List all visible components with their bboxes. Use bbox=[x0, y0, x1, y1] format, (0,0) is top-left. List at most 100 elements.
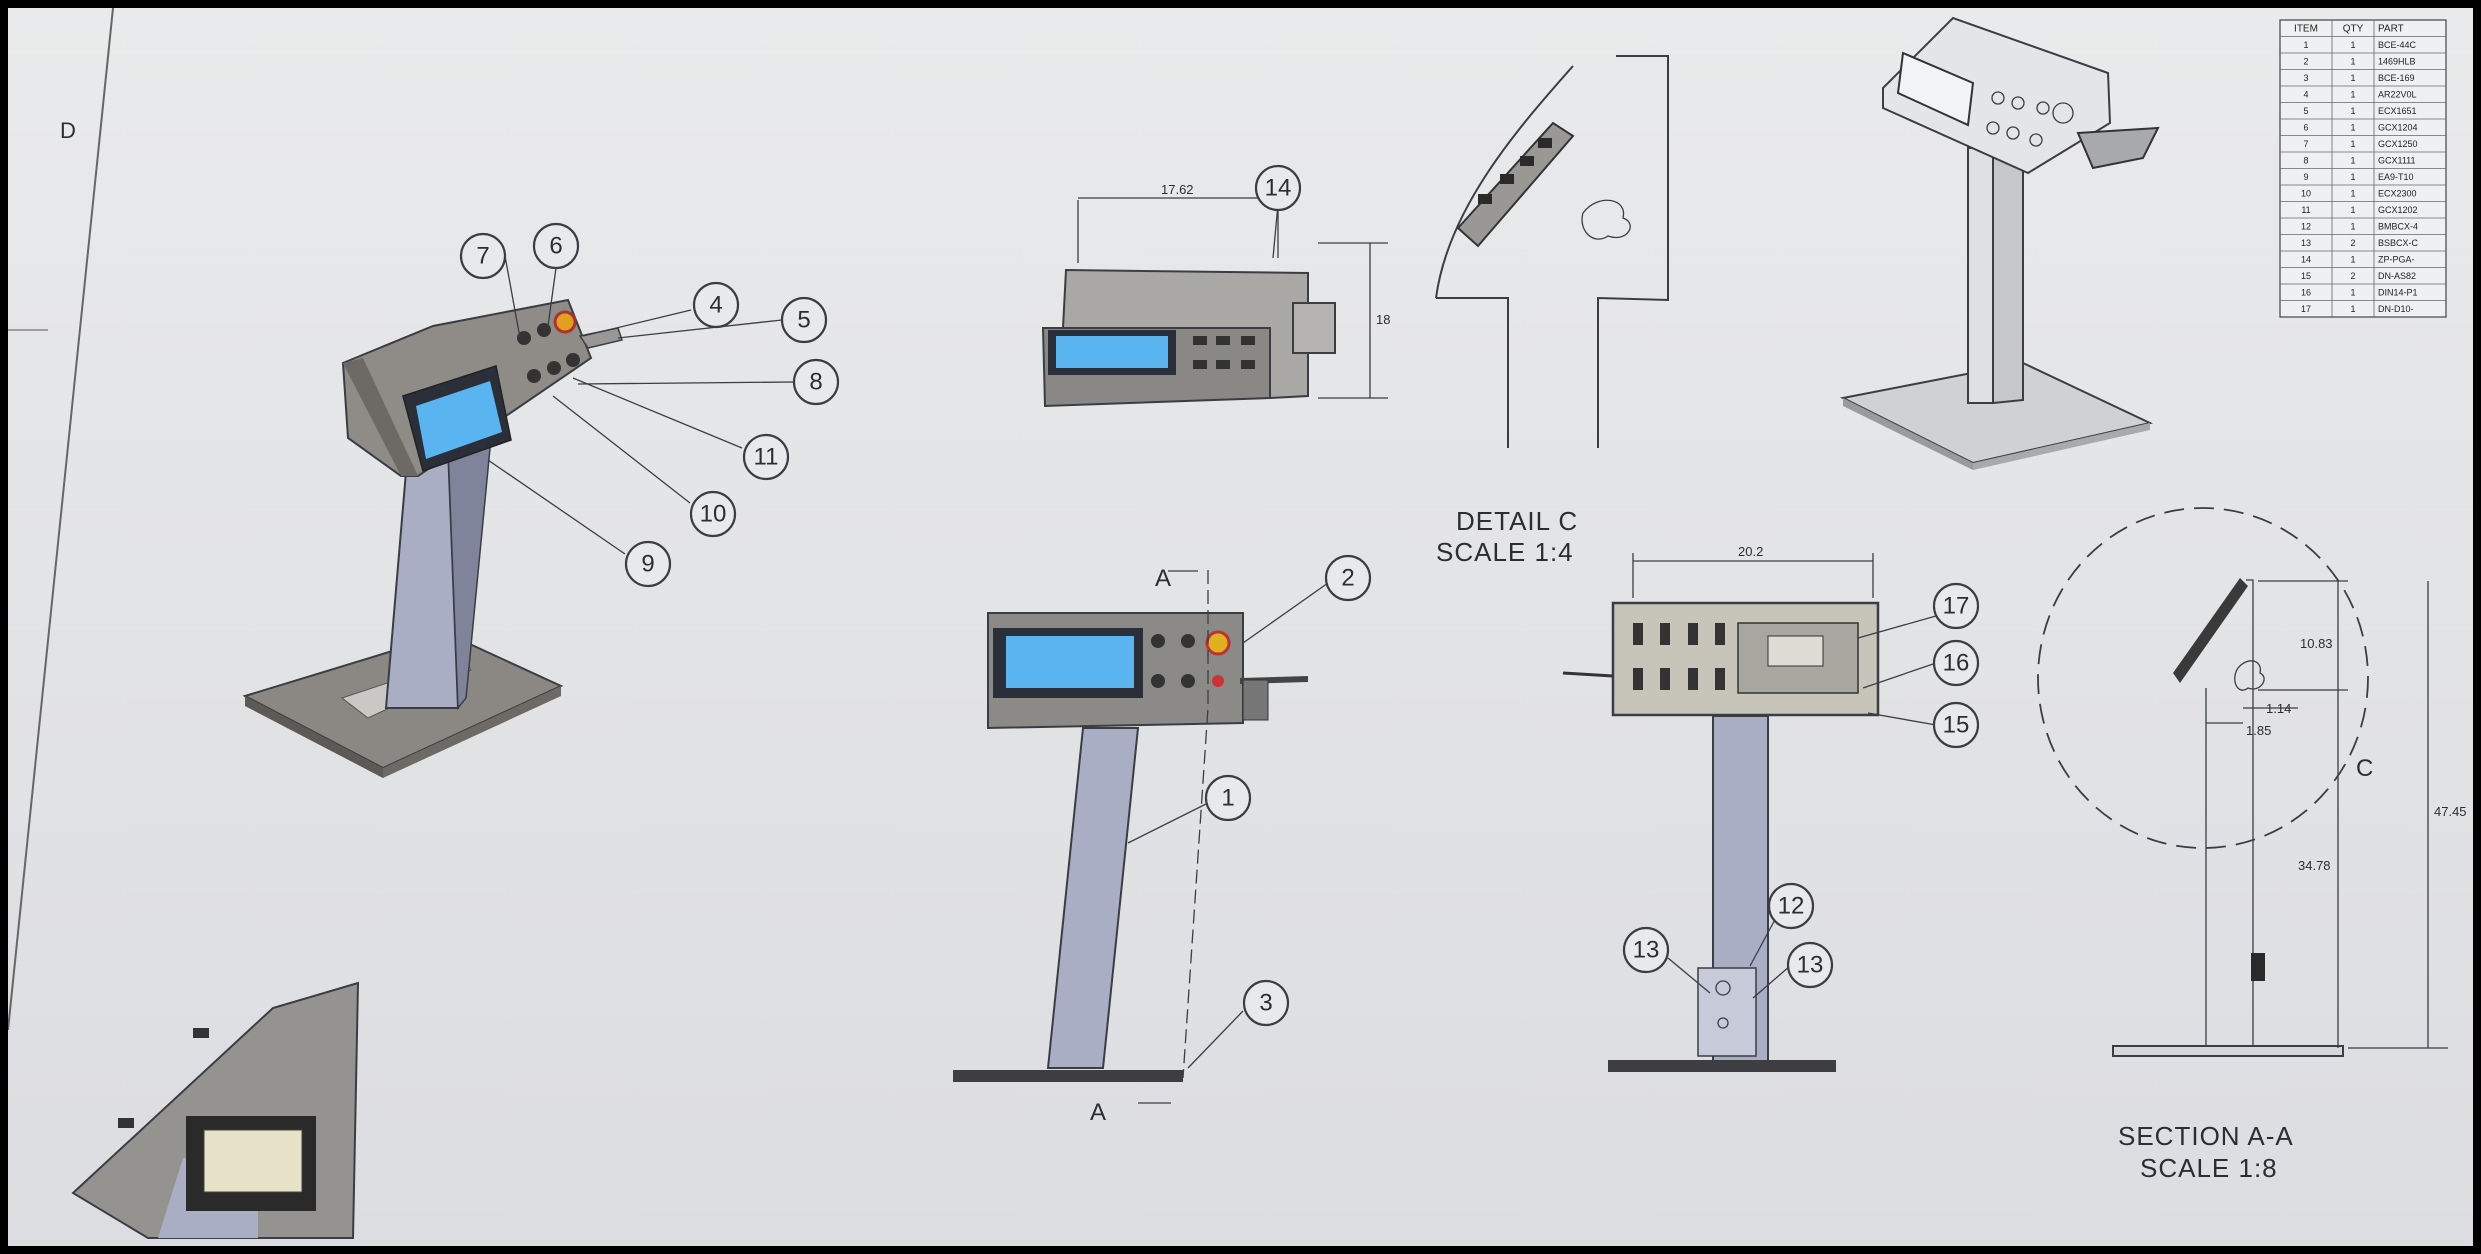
dim-section-top: 10.83 bbox=[2300, 636, 2333, 651]
svg-text:17: 17 bbox=[1943, 593, 1970, 620]
svg-text:4: 4 bbox=[709, 292, 722, 319]
bom-cell: 7 bbox=[2303, 139, 2308, 149]
bom-cell: 1 bbox=[2350, 304, 2355, 314]
rear-stand-view: 20.2 17 16 15 12 13 13 bbox=[1562, 544, 1980, 1072]
balloon-9: 9 bbox=[624, 540, 672, 588]
dim-front-height: 18 bbox=[1376, 312, 1390, 327]
svg-text:2: 2 bbox=[1341, 565, 1354, 592]
bom-cell: 1 bbox=[2350, 156, 2355, 166]
iso-button bbox=[547, 361, 561, 375]
section-din-rail bbox=[2173, 578, 2248, 683]
bom-header-cell: PART bbox=[2378, 24, 2404, 35]
balloon-6: 6 bbox=[532, 222, 580, 270]
iso2-enclosure bbox=[1882, 16, 2112, 175]
bom-cell: 2 bbox=[2350, 271, 2355, 281]
bom-cell: 13 bbox=[2301, 238, 2311, 248]
balloon-12: 12 bbox=[1767, 882, 1815, 930]
detail-c-scale: SCALE 1:4 bbox=[1436, 537, 1574, 567]
svg-text:12: 12 bbox=[1778, 893, 1805, 920]
bom-cell: GCX1250 bbox=[2378, 139, 2418, 149]
detail-c-cut-label: C bbox=[2356, 755, 2373, 782]
section-marker-top: A bbox=[1155, 565, 1171, 592]
bom-cell: DN-AS82 bbox=[2378, 271, 2416, 281]
bom-cell: 1 bbox=[2303, 40, 2308, 50]
section-base bbox=[2112, 1045, 2344, 1057]
svg-text:1: 1 bbox=[1221, 785, 1234, 812]
balloon-2: 2 bbox=[1324, 554, 1372, 602]
bom-header-cell: QTY bbox=[2343, 24, 2364, 35]
dim-section-mid: 34.78 bbox=[2298, 858, 2331, 873]
section-a-a-view: 10.83 1.14 1.85 34.78 47.45 C SECTION A-… bbox=[2037, 507, 2467, 1183]
rear-view-base bbox=[1608, 1060, 1836, 1072]
svg-text:14: 14 bbox=[1265, 175, 1292, 202]
bom-cell: 10 bbox=[2301, 189, 2311, 199]
bom-header-cell: ITEM bbox=[2294, 24, 2318, 35]
balloon-10: 10 bbox=[689, 490, 737, 538]
bom-cell: 1 bbox=[2350, 90, 2355, 100]
front-stand-estop bbox=[1205, 630, 1231, 656]
bom-cell: 1 bbox=[2350, 40, 2355, 50]
isometric-view: 7 6 4 5 8 11 10 9 bbox=[242, 222, 840, 778]
svg-text:15: 15 bbox=[1943, 712, 1970, 739]
bom-cell: 15 bbox=[2301, 271, 2311, 281]
section-marker-bottom: A bbox=[1090, 1099, 1106, 1126]
bom-cell: 1 bbox=[2350, 57, 2355, 67]
balloon-4: 4 bbox=[692, 281, 740, 329]
iso-button bbox=[537, 323, 551, 337]
svg-text:11: 11 bbox=[754, 444, 779, 471]
bom-cell: DN-D10- bbox=[2378, 304, 2414, 314]
front-view-screen bbox=[1056, 336, 1168, 368]
bom-cell: 4 bbox=[2303, 90, 2308, 100]
detail-c-title: DETAIL C bbox=[1456, 506, 1578, 536]
bom-cell: BCE-44C bbox=[2378, 40, 2417, 50]
bom-cell: 14 bbox=[2301, 255, 2311, 265]
bom-cell: 12 bbox=[2301, 222, 2311, 232]
balloon-13-left: 13 bbox=[1622, 926, 1670, 974]
bom-cell: EA9-T10 bbox=[2378, 172, 2414, 182]
balloon-5: 5 bbox=[780, 296, 828, 344]
bom-cell: 1 bbox=[2350, 123, 2355, 133]
iso-estop-button bbox=[553, 310, 577, 334]
bom-cell: 1 bbox=[2350, 139, 2355, 149]
bottom-left-detail bbox=[71, 981, 360, 1239]
front-stand-base bbox=[953, 1070, 1183, 1082]
front-stand-column bbox=[1046, 727, 1140, 1069]
balloon-1: 1 bbox=[1204, 774, 1252, 822]
iso-button bbox=[517, 331, 531, 345]
iso-column bbox=[384, 447, 460, 709]
bom-cell: AR22V0L bbox=[2378, 90, 2417, 100]
dim-section-offset1: 1.14 bbox=[2266, 701, 2291, 716]
drawing-sheet: D 7 6 4 5 8 11 10 9 bbox=[8, 8, 2473, 1246]
bom-cell: ECX2300 bbox=[2378, 189, 2417, 199]
svg-text:8: 8 bbox=[809, 369, 822, 396]
bom-cell: 5 bbox=[2303, 106, 2308, 116]
bom-cell: 1 bbox=[2350, 73, 2355, 83]
balloon-15: 15 bbox=[1932, 701, 1980, 749]
bom-cell: GCX1202 bbox=[2378, 205, 2418, 215]
balloon-14: 14 bbox=[1254, 164, 1302, 212]
balloon-13-right: 13 bbox=[1786, 941, 1834, 989]
dim-section-offset2: 1.85 bbox=[2246, 723, 2271, 738]
dim-rear-width: 20.2 bbox=[1738, 544, 1763, 559]
enclosure-front-view: 17.62 18 14 bbox=[1041, 164, 1390, 408]
bom-cell: 11 bbox=[2301, 205, 2310, 215]
bom-cell: BCE-169 bbox=[2378, 73, 2415, 83]
svg-text:3: 3 bbox=[1259, 990, 1272, 1017]
bom-cell: 2 bbox=[2303, 57, 2308, 67]
bom-cell: 1 bbox=[2350, 172, 2355, 182]
iso-view-2 bbox=[1839, 16, 2160, 470]
svg-text:6: 6 bbox=[549, 233, 562, 260]
section-title: SECTION A-A bbox=[2118, 1121, 2294, 1151]
balloon-17: 17 bbox=[1932, 582, 1980, 630]
svg-text:16: 16 bbox=[1943, 650, 1970, 677]
bom-cell: GCX1111 bbox=[2378, 156, 2416, 166]
iso-screen bbox=[416, 381, 502, 459]
bom-cell: ECX1651 bbox=[2378, 106, 2417, 116]
front-stand-screen bbox=[1006, 636, 1134, 688]
bom-cell: 1 bbox=[2350, 106, 2355, 116]
balloon-11: 11 bbox=[742, 433, 790, 481]
front-stand-view: A A 2 1 3 bbox=[953, 554, 1372, 1126]
technical-drawing: D 7 6 4 5 8 11 10 9 bbox=[8, 8, 2467, 1239]
balloon-16: 16 bbox=[1932, 639, 1980, 687]
bom-cell: ZP-PGA- bbox=[2378, 255, 2415, 265]
